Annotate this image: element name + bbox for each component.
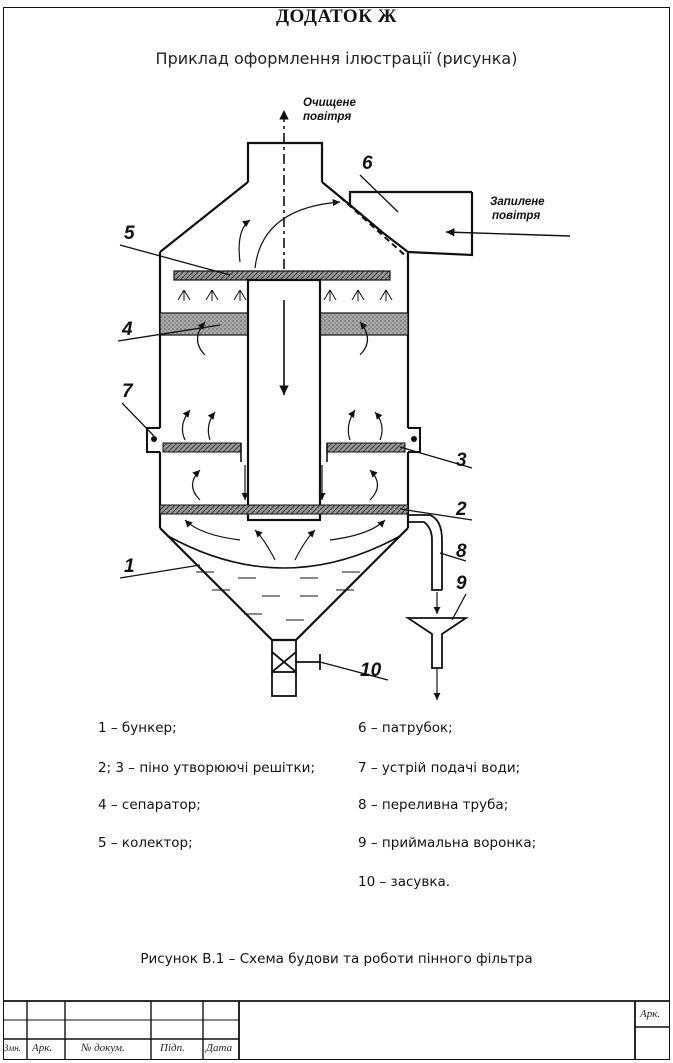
callout-8: 8 bbox=[456, 541, 467, 562]
callout-6: 6 bbox=[362, 153, 373, 174]
air-flow-arrows bbox=[181, 198, 386, 561]
receiving-funnel bbox=[405, 617, 469, 669]
callout-10: 10 bbox=[360, 660, 382, 681]
callout-7: 7 bbox=[122, 381, 134, 402]
foam-grid-upper-left bbox=[162, 442, 242, 453]
clean-air-label-line1: Очищене bbox=[303, 97, 356, 109]
page-frame bbox=[3, 7, 670, 1060]
figure-subtitle: Приклад оформлення ілюстрації (рисунка) bbox=[155, 49, 518, 68]
collector bbox=[173, 270, 391, 281]
callout-9: 9 bbox=[456, 573, 467, 594]
stamp-col-doc-number: № докум. bbox=[81, 1042, 125, 1054]
legend-item-1: 1 – бункер; bbox=[98, 720, 177, 736]
inlet-pipe bbox=[348, 190, 474, 257]
hopper bbox=[159, 527, 409, 642]
callout-2: 2 bbox=[455, 499, 467, 520]
stamp-col-sheet: Арк. bbox=[32, 1042, 53, 1054]
dusty-air-arrow bbox=[445, 228, 571, 237]
callout-leaders bbox=[117, 174, 473, 681]
legend-item-8: 8 – переливна труба; bbox=[358, 797, 509, 813]
dusty-air-label-line2: повітря bbox=[492, 210, 540, 222]
filter-hood bbox=[159, 181, 409, 253]
foam-grid-lower bbox=[159, 504, 409, 515]
clean-air-label-line2: повітря bbox=[303, 111, 351, 123]
foam-grid-upper-right bbox=[326, 442, 406, 453]
gate-valve bbox=[271, 640, 321, 697]
stamp-col-change: Змн. bbox=[4, 1043, 21, 1053]
overflow-pipe bbox=[408, 514, 443, 591]
callout-3: 3 bbox=[456, 450, 467, 471]
outlet-neck bbox=[246, 141, 324, 182]
dusty-air-label-line1: Запилене bbox=[490, 196, 545, 208]
title-block: Змн. Арк. № докум. Підп. Дата Арк. bbox=[3, 1000, 670, 1060]
liquid-lines bbox=[196, 571, 360, 621]
callout-4: 4 bbox=[121, 319, 133, 340]
callout-1: 1 bbox=[124, 556, 135, 577]
stamp-sheet-label: Арк. bbox=[640, 1008, 661, 1020]
legend-item-6: 6 – патрубок; bbox=[358, 720, 453, 736]
legend-item-9: 9 – приймальна воронка; bbox=[358, 835, 537, 851]
figure-caption: Рисунок В.1 – Схема будови та роботи пін… bbox=[140, 951, 533, 967]
appendix-title: ДОДАТОК Ж bbox=[275, 6, 398, 27]
foam-filter-diagram: Очищене повітря Запилене повітря 1 2 3 4… bbox=[117, 97, 571, 700]
stamp-col-date: Дата bbox=[206, 1042, 233, 1054]
legend-item-10: 10 – засувка. bbox=[358, 874, 451, 890]
legend-item-4: 4 – сепаратор; bbox=[98, 797, 201, 813]
callout-5: 5 bbox=[124, 223, 135, 244]
legend-item-7: 7 – устрій подачі води; bbox=[358, 760, 521, 776]
stamp-col-signature: Підп. bbox=[160, 1042, 185, 1054]
legend-item-2-3: 2; 3 – піно утворюючі решітки; bbox=[98, 760, 316, 776]
legend-item-5: 5 – колектор; bbox=[98, 835, 193, 851]
